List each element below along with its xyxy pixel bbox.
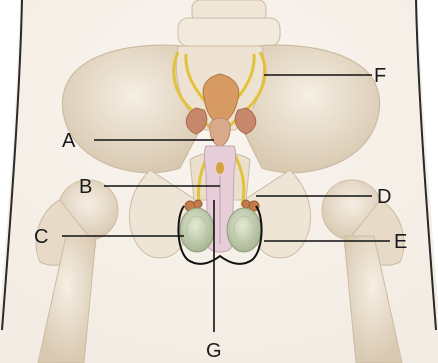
label-c: C — [34, 226, 48, 248]
label-g: G — [206, 340, 222, 362]
testis-right — [227, 208, 261, 252]
label-d: D — [377, 186, 391, 208]
label-b: B — [79, 176, 92, 198]
label-a: A — [62, 130, 76, 152]
label-e: E — [394, 231, 407, 253]
testis-left — [180, 208, 214, 252]
label-f: F — [374, 65, 386, 87]
